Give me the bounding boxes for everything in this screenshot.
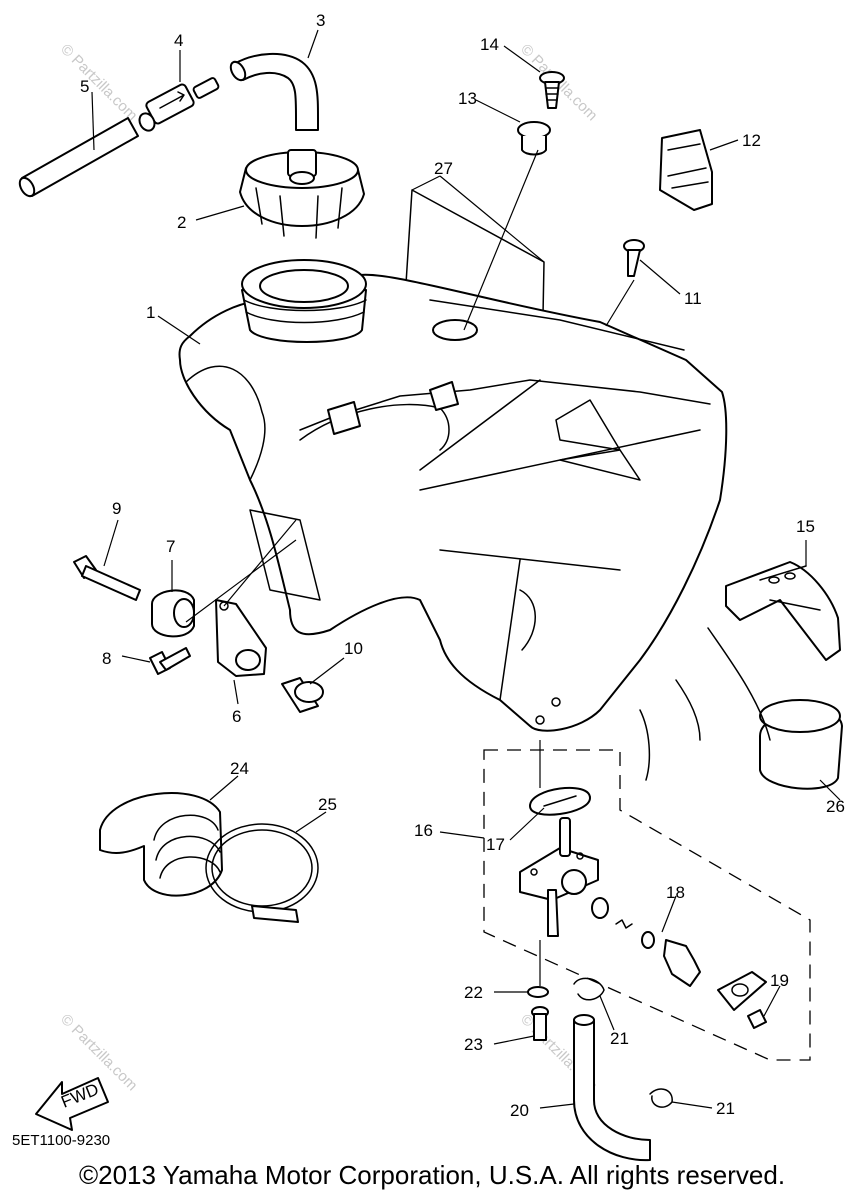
part-10-collar	[281, 677, 324, 713]
part-25-band	[205, 823, 319, 923]
callout-17: 17	[486, 835, 505, 854]
part-1-fuel-tank	[178, 273, 728, 732]
callout-18: 18	[666, 883, 685, 902]
part-4-breather-valve	[138, 77, 220, 132]
part-8-bolt	[149, 647, 191, 675]
callout-2: 2	[177, 213, 186, 232]
part-3-breather-hose	[229, 52, 319, 131]
part-19-screw-plate	[717, 971, 767, 1029]
callout-24: 24	[230, 759, 249, 778]
callout-7: 7	[166, 537, 175, 556]
callout-20: 20	[510, 1101, 529, 1120]
callout-21: 21	[716, 1099, 735, 1118]
diagram-code: 5ET1100-9230	[12, 1132, 111, 1149]
callout-21: 21	[610, 1029, 629, 1048]
fuel-cock-assembly-box	[483, 749, 811, 1061]
fuel-cock-lever	[663, 939, 701, 987]
part-7-damper	[151, 589, 195, 638]
part-9-bolt	[73, 555, 141, 601]
callout-26: 26	[826, 797, 845, 816]
frame-lines	[639, 627, 771, 781]
callout-13: 13	[458, 89, 477, 108]
callout-15: 15	[796, 517, 815, 536]
part-24-rubber	[99, 792, 223, 897]
callout-23: 23	[464, 1035, 483, 1054]
part-23-bolt	[531, 1006, 549, 1041]
leader-lines	[91, 29, 841, 1109]
part-16-fuel-cock	[519, 817, 599, 937]
callout-9: 9	[112, 499, 121, 518]
callout-1: 1	[146, 303, 155, 322]
callout-11: 11	[684, 289, 702, 308]
callout-4: 4	[174, 31, 183, 50]
callout-3: 3	[316, 11, 325, 30]
callout-27: 27	[434, 159, 453, 178]
part-5-hose	[18, 117, 139, 198]
callout-14: 14	[480, 35, 499, 54]
callout-16: 16	[414, 821, 433, 840]
callout-8: 8	[102, 649, 111, 668]
part-18-o-ring	[591, 897, 655, 949]
fwd-arrow-icon: FWD	[35, 1077, 109, 1131]
callout-19: 19	[770, 971, 789, 990]
callout-10: 10	[344, 639, 363, 658]
part-15-cover	[725, 561, 841, 661]
part-26-band	[759, 699, 843, 790]
part-14-screw	[539, 71, 565, 109]
callout-5: 5	[80, 77, 89, 96]
fuel-tank-filler-neck	[241, 259, 367, 343]
part-6-bracket	[215, 599, 267, 677]
watermark: © Partzilla.com	[57, 41, 140, 124]
part-12-clip	[659, 129, 713, 211]
callout-6: 6	[232, 707, 241, 726]
copyright-notice: ©2013 Yamaha Motor Corporation, U.S.A. A…	[78, 1160, 786, 1190]
callout-25: 25	[318, 795, 337, 814]
part-2-fuel-cap	[239, 149, 365, 239]
part-13-collar	[517, 121, 551, 156]
part-20-fuel-hose	[573, 1014, 651, 1162]
callout-numbers: 1 2 3 4 5 6 7 8 9 10 11 12 13 14 15 16 1…	[80, 11, 845, 1120]
part-22-washer	[527, 986, 549, 998]
callout-12: 12	[742, 131, 761, 150]
part-17-gasket	[529, 786, 591, 816]
part-11-screw	[623, 239, 645, 277]
callout-22: 22	[464, 983, 483, 1002]
